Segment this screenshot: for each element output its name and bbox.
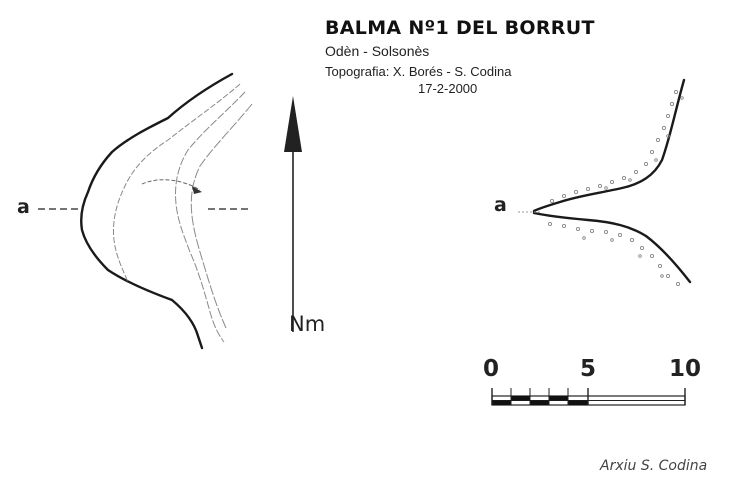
section-rock-texture-lower (547, 221, 681, 287)
section-view (518, 78, 692, 287)
section-label: a (494, 194, 507, 216)
archive-credit: Arxiu S. Codina (600, 458, 708, 474)
north-arrow (284, 96, 302, 332)
section-upper-wall (532, 78, 686, 213)
location-text: Odèn - Solsonès (325, 43, 430, 59)
scale-tick-5: 5 (580, 356, 597, 382)
scale-tick-10: 10 (669, 356, 702, 382)
plan-drip-arrowhead (192, 186, 202, 194)
survey-credit-text: Topografia: X. Borés - S. Codina (325, 64, 512, 79)
scale-bar (491, 388, 686, 406)
north-arrow-head (284, 96, 302, 152)
plan-outer-wall (80, 72, 234, 350)
plan-view (38, 72, 253, 350)
section-rock-texture-upper (549, 89, 684, 204)
scale-segment (530, 400, 549, 405)
scale-tick-0: 0 (483, 356, 500, 382)
scale-segment (568, 400, 588, 405)
plan-contour-1 (113, 83, 241, 283)
plan-drip-arc (141, 179, 201, 191)
north-label: Nm (289, 312, 326, 336)
scale-segment (549, 396, 568, 401)
plan-contour-2 (175, 91, 246, 343)
diagram-title: BALMA Nº1 DEL BORRUT (325, 17, 595, 39)
plan-section-label: a (17, 196, 30, 218)
scale-segment (511, 396, 530, 401)
survey-date-text: 17-2-2000 (418, 81, 478, 96)
section-lower-wall (532, 211, 692, 284)
scale-segment (492, 400, 511, 405)
plan-contour-3 (190, 103, 253, 329)
